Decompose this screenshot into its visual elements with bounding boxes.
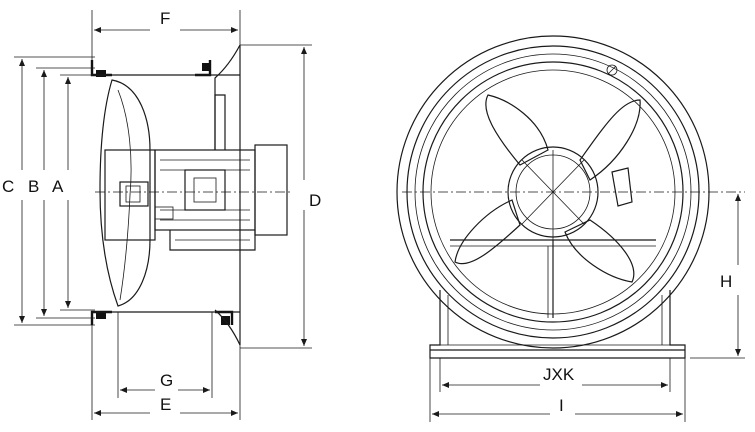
grounding-symbol (606, 64, 618, 76)
label-B: B (28, 177, 39, 196)
junction-box (611, 167, 633, 207)
front-view: H JXK I (396, 35, 745, 422)
dimension-H: H (690, 194, 745, 359)
label-I: I (559, 396, 564, 415)
dimension-E: E (91, 325, 241, 420)
dimension-B: B (28, 67, 95, 319)
impeller-blade-side (99, 79, 151, 307)
dimension-C: C (2, 56, 95, 326)
label-F: F (160, 9, 170, 28)
base-front (429, 290, 686, 359)
dimension-F: F (91, 9, 241, 60)
label-JXK: JXK (543, 365, 575, 384)
label-H: H (720, 272, 732, 291)
label-C: C (2, 177, 14, 196)
label-A: A (52, 177, 64, 196)
label-D: D (309, 191, 321, 210)
dimension-G: G (117, 312, 213, 398)
label-E: E (160, 395, 171, 414)
motor-side (154, 94, 288, 251)
centerlines-front (402, 150, 745, 240)
label-G: G (160, 371, 173, 390)
dimension-D: D (240, 44, 321, 349)
side-view: F C B A (2, 9, 321, 420)
dimension-I: I (429, 358, 686, 422)
dimension-A: A (52, 74, 95, 311)
fan-blades (454, 94, 641, 283)
dimension-JXK: JXK (439, 358, 671, 392)
casing (90, 44, 241, 346)
